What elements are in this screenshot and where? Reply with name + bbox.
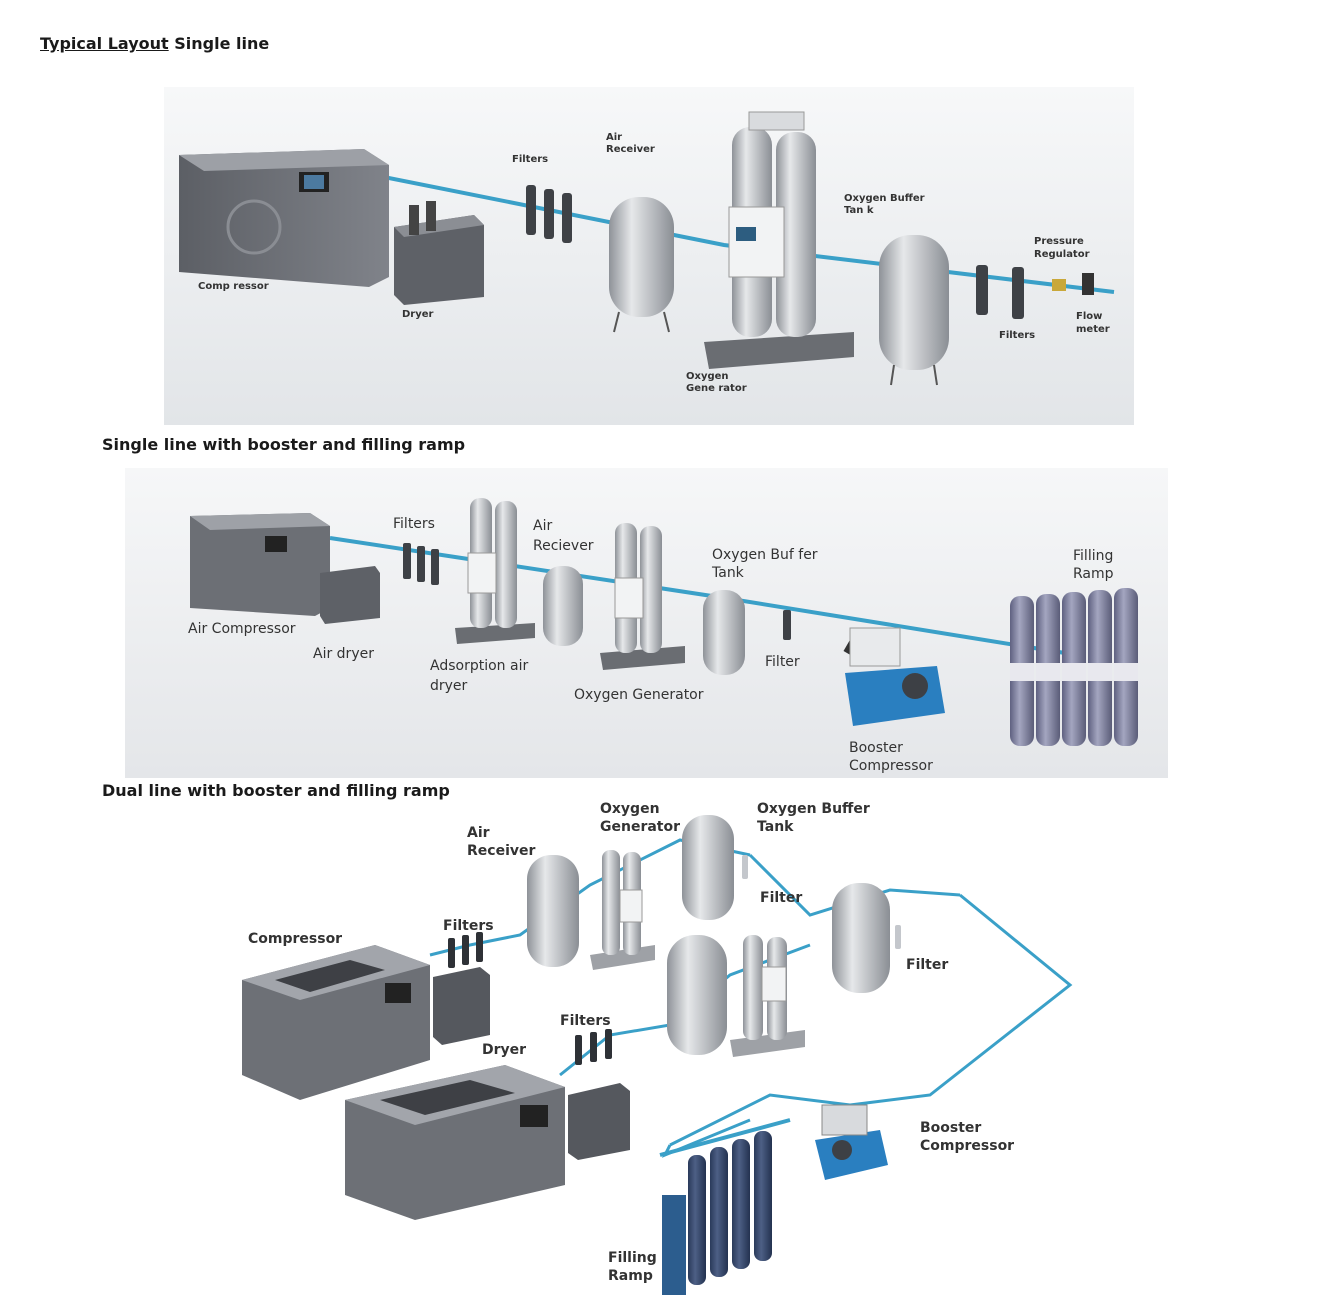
label-oxygen-generator-2: Gene rator	[686, 383, 747, 394]
label-air-compressor: Air Compressor	[188, 621, 296, 637]
filter-1	[742, 855, 748, 879]
filters-group-2	[976, 265, 1024, 319]
layout-title: Typical Layout Single line	[40, 34, 269, 53]
dual-line-diagram: Compressor Filters Air Receiver Oxygen G…	[230, 795, 1110, 1305]
adsorption-dryer-unit	[455, 498, 535, 644]
booster-compressor-unit	[815, 1104, 888, 1180]
label-filling-2: Ramp	[1073, 566, 1114, 582]
air-dryer-unit	[320, 566, 380, 624]
air-compressor-unit	[190, 513, 330, 616]
label-compressor: Compressor	[248, 931, 342, 947]
oxygen-generator-unit	[704, 111, 854, 369]
dryer-unit-1	[433, 967, 490, 1045]
filters-top	[448, 932, 483, 968]
label-oxygen-buffer-1: Oxygen Buffer	[757, 801, 870, 817]
compressor-unit	[179, 149, 389, 287]
pressure-regulator	[1052, 279, 1066, 291]
filters-group	[403, 543, 439, 585]
label-oxygen-generator: Oxygen Generator	[574, 687, 704, 703]
label-oxygen-buffer-2: Tan k	[844, 205, 874, 216]
filter-2	[895, 925, 901, 949]
layout-title-underlined: Typical Layout	[40, 34, 169, 53]
oxygen-buffer-tank-1	[682, 815, 734, 920]
air-reciever-tank	[543, 566, 583, 646]
oxygen-buffer-tank	[879, 235, 949, 386]
label-filters: Filters	[393, 516, 435, 532]
filters-group-1	[526, 185, 572, 243]
single-line-diagram: Comp ressor Dryer Filters Air Receiver O…	[164, 87, 1134, 425]
single-line-booster-diagram: Air Compressor Air dryer Filters Air Rec…	[125, 468, 1168, 778]
label-pressure-regulator-1: Pressure	[1034, 236, 1084, 247]
label-air-dryer: Air dryer	[313, 646, 374, 662]
label-filter: Filter	[765, 654, 800, 670]
label-filter-1: Filter	[760, 890, 802, 906]
label-air-reciever-1: Air	[533, 518, 552, 534]
label-air-receiver-1: Air	[606, 132, 622, 143]
label-dryer: Dryer	[402, 309, 434, 320]
oxygen-buffer-tank	[703, 590, 745, 675]
layout-title-rest: Single line	[168, 34, 270, 53]
label-booster-1: Booster	[920, 1120, 981, 1136]
label-air-reciever-2: Reciever	[533, 538, 594, 554]
section-heading-dual: Dual line with booster and filling ramp	[102, 781, 450, 800]
label-filters-bottom: Filters	[560, 1013, 611, 1029]
label-booster-2: Compressor	[920, 1138, 1014, 1154]
label-booster-1: Booster	[849, 740, 903, 756]
label-pressure-regulator-2: Regulator	[1034, 249, 1090, 260]
air-receiver-tank-1	[527, 855, 579, 967]
dryer-unit	[394, 201, 484, 305]
label-compressor: Comp ressor	[198, 281, 269, 292]
air-receiver-tank-2	[667, 935, 727, 1055]
filters-bottom	[575, 1029, 612, 1065]
oxygen-generator-unit	[600, 523, 685, 670]
label-filters-2: Filters	[999, 330, 1035, 341]
oxygen-buffer-tank-2	[832, 883, 890, 993]
label-oxygen-buffer-2: Tank	[711, 565, 745, 581]
label-air-receiver-1: Air	[467, 825, 490, 841]
filling-ramp-cylinders	[1010, 588, 1138, 746]
label-flow-meter-2: meter	[1076, 324, 1110, 335]
label-filters-top: Filters	[443, 918, 494, 934]
label-adsorption-2: dryer	[430, 678, 468, 694]
oxygen-generator-unit-1	[590, 850, 655, 970]
section-heading-booster: Single line with booster and filling ram…	[102, 435, 466, 454]
label-oxygen-generator-1: Oxygen	[686, 371, 729, 382]
label-oxygen-buffer-1: Oxygen Buf fer	[712, 547, 818, 563]
label-filling-1: Filling	[608, 1250, 657, 1266]
label-filters: Filters	[512, 154, 548, 165]
compressor-unit-1	[242, 945, 430, 1100]
label-filling-2: Ramp	[608, 1268, 653, 1284]
label-filling-1: Filling	[1073, 548, 1113, 564]
label-adsorption-1: Adsorption air	[430, 658, 528, 674]
oxygen-generator-unit-2	[730, 935, 805, 1057]
label-dryer: Dryer	[482, 1042, 526, 1058]
label-booster-2: Compressor	[849, 758, 933, 774]
label-oxygen-generator-2: Generator	[600, 819, 680, 835]
air-receiver-tank	[609, 197, 674, 333]
compressor-unit-2	[345, 1065, 565, 1220]
flow-meter	[1082, 273, 1094, 295]
label-oxygen-generator-1: Oxygen	[600, 801, 660, 817]
booster-compressor-unit	[843, 627, 945, 726]
label-oxygen-buffer-1: Oxygen Buffer	[844, 193, 925, 204]
label-air-receiver-2: Receiver	[467, 843, 535, 859]
filter	[783, 610, 791, 640]
label-filter-2: Filter	[906, 957, 948, 973]
label-flow-meter-1: Flow	[1076, 311, 1102, 322]
label-oxygen-buffer-2: Tank	[757, 819, 794, 835]
dryer-unit-2	[568, 1083, 630, 1160]
filling-ramp-cylinders	[659, 1118, 791, 1295]
label-air-receiver-2: Receiver	[606, 144, 655, 155]
